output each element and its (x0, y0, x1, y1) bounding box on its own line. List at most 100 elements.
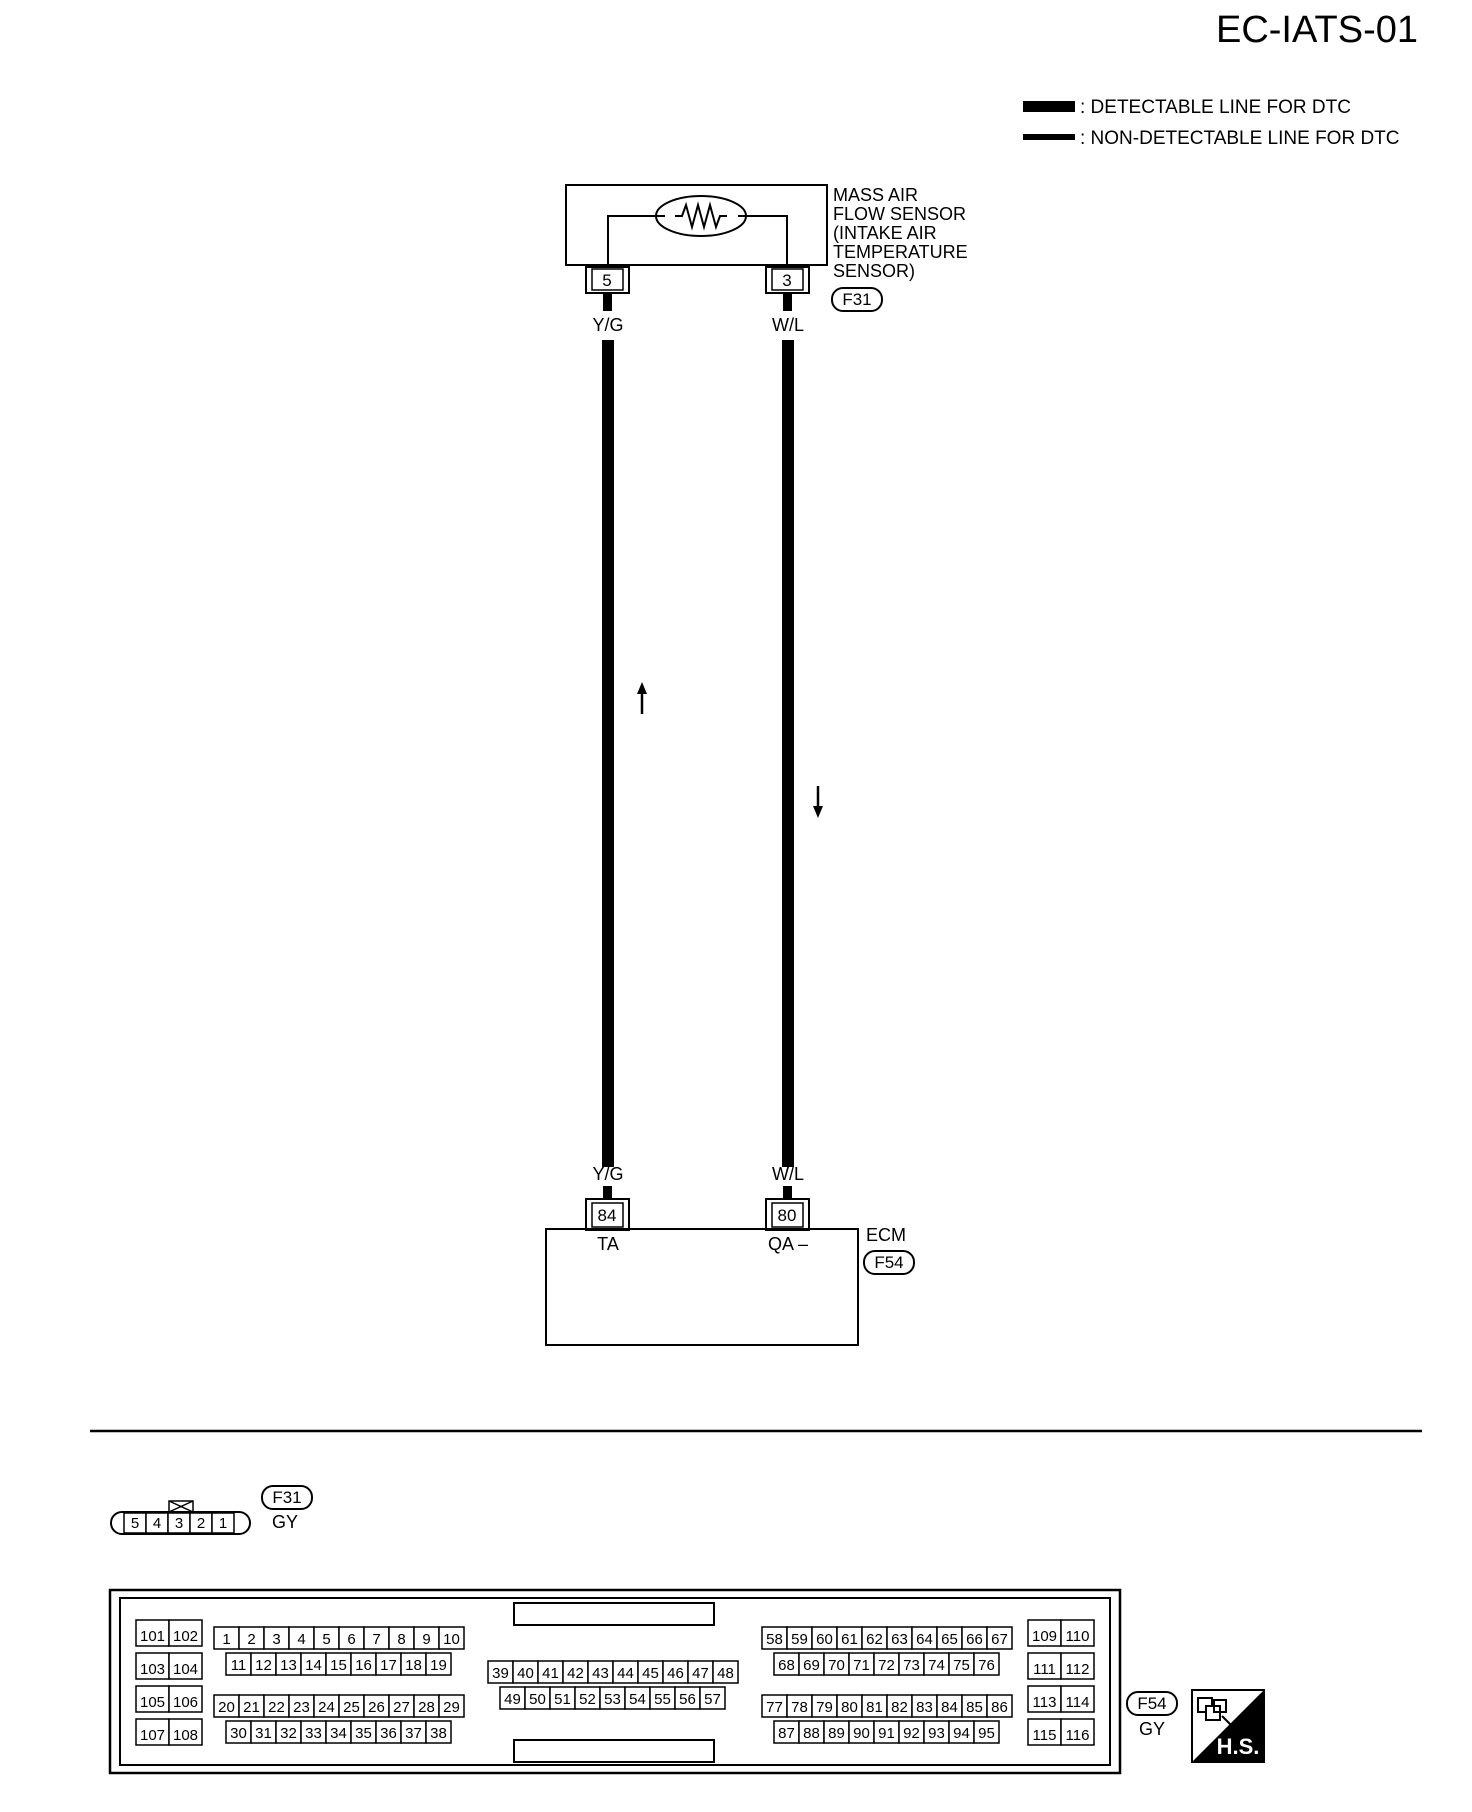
sensor-name-line-2: FLOW SENSOR (833, 204, 966, 224)
pin-cell-f54-69: 69 (798, 1652, 825, 1676)
pin-cell-f31-5: 5 (123, 1512, 147, 1534)
pin-cell-f54-22: 22 (263, 1694, 290, 1718)
pin-box (1027, 1685, 1062, 1713)
pin-number: 66 (966, 1631, 983, 1648)
pin-number: 10 (443, 1631, 460, 1648)
pin-cell-f54-64: 64 (911, 1626, 938, 1650)
pin-number: 18 (405, 1657, 422, 1674)
pin-cell-f54-88: 88 (798, 1720, 825, 1744)
pin-cell-f54-73: 73 (898, 1652, 925, 1676)
sensor-name-line-3: (INTAKE AIR (833, 223, 937, 243)
pin-cell-f31-2: 2 (189, 1512, 213, 1534)
pin-number: 110 (1066, 1628, 1090, 1645)
pin-number: 104 (173, 1661, 198, 1678)
sensor-connector-badge (831, 287, 883, 312)
pin-number: 11 (231, 1657, 247, 1674)
pin-number: 107 (140, 1727, 165, 1744)
pin-number: 88 (803, 1725, 820, 1742)
pin-cell-f54-86: 86 (986, 1694, 1013, 1718)
pin-number: 75 (953, 1657, 970, 1674)
pin-number: 84 (941, 1699, 958, 1716)
pin-box (425, 1720, 452, 1744)
sensor-internal-wire-right (738, 215, 788, 268)
pin-cell-f54-67: 67 (986, 1626, 1013, 1650)
pin-number: 27 (393, 1699, 410, 1716)
sensor-name-line-4: TEMPERATURE (833, 242, 968, 262)
pin-number: 55 (654, 1691, 671, 1708)
pin-cell-f54-59: 59 (786, 1626, 813, 1650)
pin-cell-f54-116: 116 (1060, 1718, 1095, 1746)
thermistor-symbol (655, 195, 747, 237)
f54-housing-outer (108, 1588, 1122, 1775)
pin-cell-f54-53: 53 (599, 1686, 626, 1710)
pin-cell-f54-50: 50 (524, 1686, 551, 1710)
pin-cell-f54-34: 34 (325, 1720, 352, 1744)
pin-number: 6 (347, 1631, 355, 1648)
ecm-terminal-left: TA (597, 1234, 619, 1254)
pin-cell-f54-55: 55 (649, 1686, 676, 1710)
wire-left-stub-top (603, 293, 612, 311)
pin-cell-f54-60: 60 (811, 1626, 838, 1650)
pin-cell-f54-65: 65 (936, 1626, 963, 1650)
pin-cell-f54-48: 48 (712, 1660, 739, 1684)
pin-box (1060, 1718, 1095, 1746)
pin-cell-f54-3: 3 (263, 1626, 290, 1650)
pin-number: 9 (422, 1631, 430, 1648)
pin-cell-f54-10: 10 (438, 1626, 465, 1650)
pin-number: 95 (978, 1725, 995, 1742)
pin-box (986, 1694, 1013, 1718)
pin-number: 37 (405, 1725, 422, 1742)
pin-cell-f54-25: 25 (338, 1694, 365, 1718)
pin-cell-f54-15: 15 (325, 1652, 352, 1676)
pin-cell-f54-77: 77 (761, 1694, 788, 1718)
pin-cell-f54-27: 27 (388, 1694, 415, 1718)
ecm-connector-badge (863, 1250, 915, 1275)
pin-number: 48 (717, 1665, 734, 1682)
pin-cell-f54-18: 18 (400, 1652, 427, 1676)
pin-number: 23 (293, 1699, 310, 1716)
pin-cell-f54-80: 80 (836, 1694, 863, 1718)
pin-cell-f54-66: 66 (961, 1626, 988, 1650)
pin-cell-f54-91: 91 (873, 1720, 900, 1744)
pin-cell-f54-93: 93 (923, 1720, 950, 1744)
pin-number: 7 (372, 1631, 380, 1648)
pin-number: 62 (866, 1631, 883, 1648)
harness-side-badge: H.S. (1191, 1689, 1265, 1763)
pin-number: 72 (878, 1657, 895, 1674)
pin-number: 113 (1033, 1694, 1057, 1711)
pin-cell-f54-107: 107 (135, 1718, 170, 1746)
pin-cell-f54-79: 79 (811, 1694, 838, 1718)
wire-right-color-bottom: W/L (772, 1164, 804, 1184)
pin-number: 30 (230, 1725, 247, 1742)
sensor-name-line-5: SENSOR) (833, 261, 915, 281)
pin-cell-f54-74: 74 (923, 1652, 950, 1676)
pin-box (168, 1619, 203, 1647)
mass-air-flow-sensor: 5 3 MASS AIR FLOW SENSOR (INTAKE AIR TEM… (565, 184, 968, 312)
f31-id: F31 (272, 1488, 301, 1507)
pin-number: 63 (891, 1631, 908, 1648)
pin-cell-f54-51: 51 (549, 1686, 576, 1710)
pin-cell-f54-82: 82 (886, 1694, 913, 1718)
pin-number: 1 (219, 1515, 227, 1532)
ecm: 84 80 TA QA – ECM F54 (545, 1198, 915, 1346)
pin-cell-f54-41: 41 (537, 1660, 564, 1684)
pin-cell-f54-39: 39 (487, 1660, 514, 1684)
pin-cell-f31-1: 1 (211, 1512, 235, 1534)
pin-cell-f54-103: 103 (135, 1652, 170, 1680)
pin-cell-f54-7: 7 (363, 1626, 390, 1650)
page-code: EC-IATS-01 (1216, 9, 1418, 51)
pin-cell-f54-43: 43 (587, 1660, 614, 1684)
pin-number: 87 (778, 1725, 795, 1742)
wire-left-detectable (602, 340, 614, 1167)
sensor-connector-id: F31 (842, 290, 871, 309)
pin-number: 77 (766, 1699, 783, 1716)
legend-non-detectable-label: : NON-DETECTABLE LINE FOR DTC (1080, 128, 1400, 149)
pin-cell-f54-95: 95 (973, 1720, 1000, 1744)
pin-cell-f54-11: 11 (225, 1652, 252, 1676)
pin-cell-f54-71: 71 (848, 1652, 875, 1676)
ecm-name: ECM (866, 1225, 906, 1245)
pin-cell-f54-16: 16 (350, 1652, 377, 1676)
pin-number: 44 (617, 1665, 634, 1682)
wire-right-color-top: W/L (772, 315, 804, 335)
